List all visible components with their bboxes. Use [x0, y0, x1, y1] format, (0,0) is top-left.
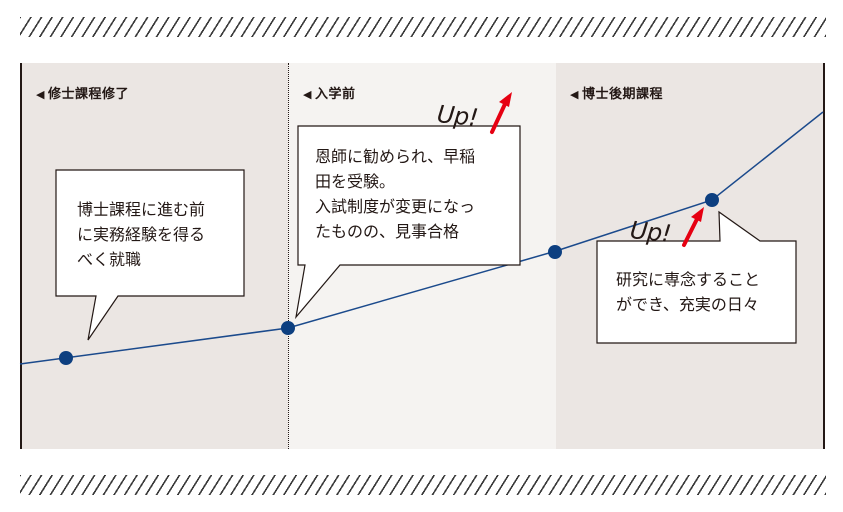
callout-line: 博士課程に進む前 — [77, 200, 206, 219]
left-triangle-icon: ◀ — [570, 88, 579, 101]
panel-title-text: 入学前 — [314, 87, 356, 102]
milestone-point-3 — [548, 245, 562, 259]
callout-line: 入試制度が変更になっ — [315, 197, 476, 216]
callout-line: ができ、充実の日々 — [616, 295, 759, 314]
up-arrow-icon-2 — [682, 207, 704, 247]
bottom-hatch-divider — [20, 475, 826, 495]
panel-title-text: 修士課程修了 — [47, 87, 129, 102]
callout-line: に実務経験を得る — [77, 225, 206, 244]
up-arrow-icon-1 — [490, 92, 512, 134]
callout-2-text: 恩師に勧められ、早稲 田を受験。 入試制度が変更になっ たものの、見事合格 — [315, 144, 475, 244]
callout-line: べく就職 — [77, 250, 142, 269]
panel-title-masters-completed: ◀修士課程修了 — [36, 83, 129, 102]
left-triangle-icon: ◀ — [303, 88, 312, 101]
callout-1-text: 博士課程に進む前 に実務経験を得る べく就職 — [77, 197, 205, 272]
top-hatch-divider — [20, 17, 826, 37]
milestone-point-4 — [705, 193, 719, 207]
panel-title-doctoral-course: ◀博士後期課程 — [570, 83, 663, 102]
callout-3-text: 研究に専念すること ができ、充実の日々 — [616, 267, 760, 317]
panel-title-before-admission: ◀入学前 — [303, 83, 355, 102]
callout-1-bubble — [55, 169, 245, 341]
left-triangle-icon: ◀ — [36, 88, 45, 101]
up-label-1: Up! — [435, 99, 480, 133]
milestone-point-2 — [281, 321, 295, 335]
callout-line: 恩師に勧められ、早稲 — [315, 147, 476, 166]
callout-line: たものの、見事合格 — [315, 222, 460, 241]
callout-line: 研究に専念すること — [616, 270, 761, 289]
callout-2-bubble — [295, 125, 521, 320]
callout-3-bubble — [596, 210, 797, 344]
panel-title-text: 博士後期課程 — [581, 87, 663, 102]
milestone-point-1 — [59, 351, 73, 365]
up-label-2: Up! — [628, 215, 673, 249]
callout-line: 田を受験。 — [315, 172, 396, 191]
